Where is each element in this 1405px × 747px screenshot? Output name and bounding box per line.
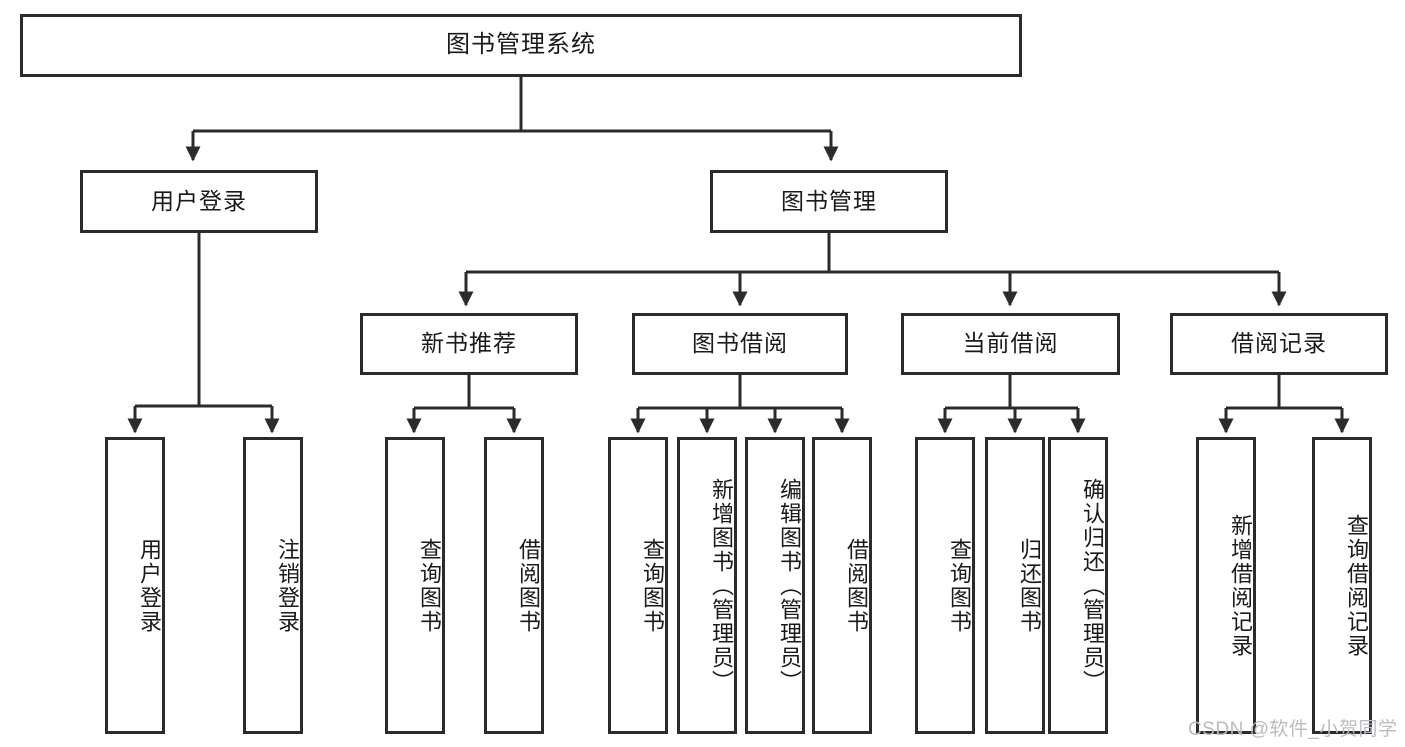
leaf-user-login-login[interactable]: 用户登录 xyxy=(105,437,165,734)
node-label: 查询图书 xyxy=(640,537,665,634)
node-label: 新书推荐 xyxy=(421,330,517,357)
node-user-login[interactable]: 用户登录 xyxy=(80,170,318,233)
leaf-current-borrow-confirm-return[interactable]: 确认归还（管理员） xyxy=(1048,437,1108,734)
node-label: 当前借阅 xyxy=(962,330,1059,357)
node-label: 编辑图书（管理员） xyxy=(777,477,802,694)
node-book-borrow[interactable]: 图书借阅 xyxy=(632,313,848,375)
leaf-book-borrow-query[interactable]: 查询图书 xyxy=(608,437,668,734)
leaf-user-login-logout[interactable]: 注销登录 xyxy=(243,437,303,734)
node-label: 查询借阅记录 xyxy=(1344,513,1369,658)
node-label: 用户登录 xyxy=(151,187,247,214)
leaf-new-book-borrow[interactable]: 借阅图书 xyxy=(484,437,544,734)
leaf-book-borrow-lend[interactable]: 借阅图书 xyxy=(812,437,872,734)
leaf-new-book-query[interactable]: 查询图书 xyxy=(385,437,445,734)
leaf-book-borrow-edit[interactable]: 编辑图书（管理员） xyxy=(745,437,805,734)
node-current-borrow[interactable]: 当前借阅 xyxy=(901,313,1120,375)
node-borrow-record[interactable]: 借阅记录 xyxy=(1170,313,1388,375)
leaf-borrow-record-query[interactable]: 查询借阅记录 xyxy=(1312,437,1372,734)
node-new-book-recommend[interactable]: 新书推荐 xyxy=(360,313,578,375)
node-label: 新增图书（管理员） xyxy=(709,477,734,694)
node-label: 确认归还（管理员） xyxy=(1080,477,1105,694)
node-label: 图书借阅 xyxy=(692,330,788,357)
leaf-current-borrow-return[interactable]: 归还图书 xyxy=(985,437,1045,734)
node-label: 借阅图书 xyxy=(844,537,869,634)
node-label: 图书管理 xyxy=(781,187,877,214)
node-root-system[interactable]: 图书管理系统 xyxy=(20,14,1022,77)
node-label: 查询图书 xyxy=(947,537,972,634)
node-label: 归还图书 xyxy=(1017,537,1042,634)
node-label: 借阅记录 xyxy=(1231,330,1327,357)
watermark-text: CSDN @软件_小贺同学 xyxy=(1188,719,1398,740)
node-label: 查询图书 xyxy=(417,537,442,634)
node-label: 注销登录 xyxy=(275,537,300,634)
leaf-current-borrow-query[interactable]: 查询图书 xyxy=(915,437,975,734)
leaf-borrow-record-add[interactable]: 新增借阅记录 xyxy=(1196,437,1256,734)
node-label: 新增借阅记录 xyxy=(1228,513,1253,658)
node-book-management[interactable]: 图书管理 xyxy=(710,170,948,233)
node-label: 用户登录 xyxy=(137,537,162,634)
node-label: 图书管理系统 xyxy=(446,31,596,59)
leaf-book-borrow-add[interactable]: 新增图书（管理员） xyxy=(677,437,737,734)
node-label: 借阅图书 xyxy=(516,537,541,634)
